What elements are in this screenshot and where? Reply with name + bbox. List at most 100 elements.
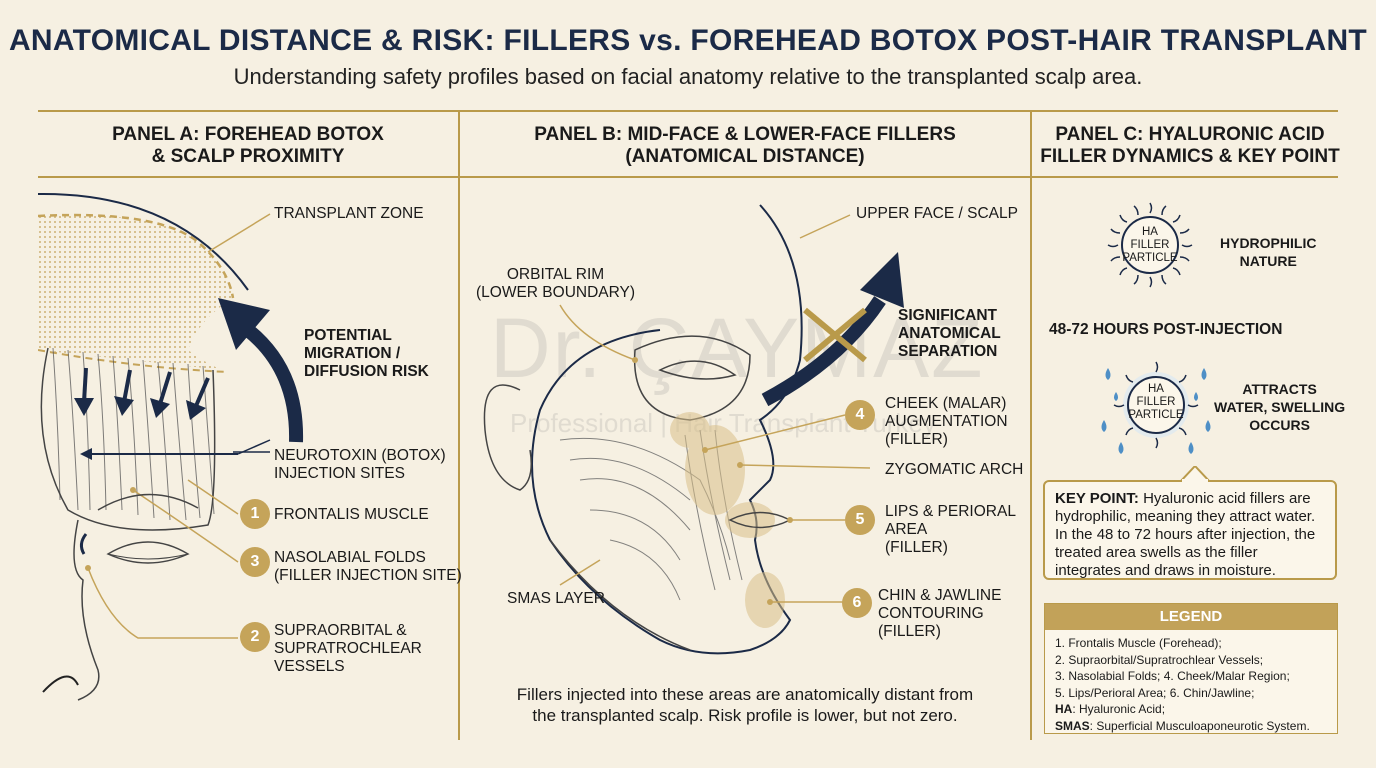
marker-4: 4 [845,400,875,430]
migration-line2: MIGRATION / [304,345,401,362]
upper-face-label: UPPER FACE / SCALP [856,205,1018,222]
page-title: ANATOMICAL DISTANCE & RISK: FILLERS vs. … [8,24,1368,57]
ha-particle-wet-label: HA FILLER PARTICLE [1126,383,1186,422]
injection-arrows [74,367,210,420]
hydrophilic-label: HYDROPHILIC NATURE [1220,234,1316,270]
frontalis-label: FRONTALIS MUSCLE [274,506,429,523]
neurotoxin-line2: INJECTION SITES [274,465,405,482]
supraorbital-label: SUPRAORBITAL & SUPRATROCHLEAR VESSELS [274,622,422,676]
legend-line-3: 3. Nasolabial Folds; 4. Cheek/Malar Regi… [1055,669,1290,683]
legend-line-smas: SMAS: Superficial Musculoaponeurotic Sys… [1055,718,1327,735]
attracts-water-label: ATTRACTS WATER, SWELLING OCCURS [1214,380,1345,434]
migration-arrow-head [218,298,270,350]
supra-line1: SUPRAORBITAL & [274,622,407,639]
neurotoxin-label: NEUROTOXIN (BOTOX) INJECTION SITES [274,447,446,483]
panel-a-title: PANEL A: FOREHEAD BOTOX & SCALP PROXIMIT… [38,124,458,168]
cheek-line2: AUGMENTATION [885,413,1008,430]
ha-particle-dry-label: HA FILLER PARTICLE [1120,226,1180,265]
hydrophilic-line2: NATURE [1239,253,1297,269]
hydrophilic-line1: HYDROPHILIC [1220,235,1317,251]
filler-highlights [670,412,785,628]
orbital-line1: ORBITAL RIM [506,266,605,283]
key-point-box: KEY POINT: Hyaluronic acid fillers are h… [1043,480,1337,580]
particle-wet-line3: PARTICLE [1128,409,1184,421]
panel-a-title-line2: & SCALP PROXIMITY [151,146,345,167]
lips-line1: LIPS & PERIORAL [885,503,1016,520]
page-subtitle: Understanding safety profiles based on f… [233,64,1143,89]
panel-c-title: PANEL C: HYALURONIC ACID FILLER DYNAMICS… [1032,124,1348,168]
marker-2: 2 [240,622,270,652]
chin-line3: (FILLER) [878,623,941,640]
particle-dry-line1: HA [1142,226,1158,238]
chin-line2: CONTOURING [878,605,984,622]
panel-a-illustration [38,192,304,701]
watermark-logo: Dr. ÇAYMAZ [490,301,985,395]
panel-b-illustration [483,204,904,655]
frontalis-muscle-fibers [52,347,215,521]
header-divider [38,110,1338,112]
key-point-pointer [1180,466,1210,482]
marker-3: 3 [240,547,270,577]
ha-particle-wet-icon [1101,361,1211,454]
nose-profile [73,519,100,701]
smas-label: SMAS LAYER [507,590,605,607]
cheek-line3: (FILLER) [885,431,948,448]
panel-title-divider [38,176,1338,178]
separation-arrow-head [860,252,904,308]
forehead-contour [40,347,216,531]
ha-particle-dry-icon [1107,202,1193,288]
separation-line2: ANATOMICAL [898,325,1001,342]
panel-c-title-line2: FILLER DYNAMICS & KEY POINT [1040,146,1340,167]
marker-1: 1 [240,499,270,529]
particle-wet-line1: HA [1148,383,1164,395]
supra-line2: SUPRATROCHLEAR [274,640,422,657]
attracts-line2: WATER, SWELLING [1214,399,1346,415]
nasolabial-label: NASOLABIAL FOLDS (FILLER INJECTION SITE) [274,549,462,585]
supra-line3: VESSELS [274,658,345,675]
legend-line-2: 2. Supraorbital/Supratrochlear Vessels; [1055,652,1264,667]
transplant-zone-label: TRANSPLANT ZONE [274,205,424,222]
transplant-zone-area [38,215,233,370]
note-line1: Fillers injected into these areas are an… [516,685,974,704]
ear [483,384,532,491]
note-line2: the transplanted scalp. Risk profile is … [532,706,958,725]
panel-b-note: Fillers injected into these areas are an… [480,684,1010,726]
eye [106,541,190,564]
cheek-line1: CHEEK (MALAR) [885,395,1007,412]
legend-smas-val: : Superficial Musculoaponeurotic System. [1089,718,1310,733]
eye-lid [658,360,737,380]
lips-line3: (FILLER) [885,539,948,556]
migration-line1: POTENTIAL [304,327,392,344]
legend-smas-key: SMAS [1055,718,1090,733]
particle-dry-line3: PARTICLE [1122,252,1178,264]
separation-line1: SIGNIFICANT [898,307,998,324]
migration-line3: DIFFUSION RISK [304,363,429,380]
panel-b-title: PANEL B: MID-FACE & LOWER-FACE FILLERS (… [460,124,1030,168]
separation-arrow [761,296,886,407]
separation-label: SIGNIFICANT ANATOMICAL SEPARATION [898,307,1001,361]
legend-box: LEGEND 1. Frontalis Muscle (Forehead); 2… [1044,603,1338,734]
legend-line-4: 5. Lips/Perioral Area; 6. Chin/Jawline; [1055,685,1255,700]
migration-arrow [243,324,304,443]
legend-title: LEGEND [1045,604,1337,630]
attracts-line3: OCCURS [1249,417,1310,433]
orbital-rim-label: ORBITAL RIM (LOWER BOUNDARY) [476,266,635,302]
panel-b-title-line2: (ANATOMICAL DISTANCE) [625,146,865,167]
legend-line-1: 1. Frontalis Muscle (Forehead); [1055,636,1222,650]
orbital-ring [633,335,751,421]
particle-dry-line2: FILLER [1130,239,1170,251]
panel-divider-1 [458,110,460,740]
brow [97,493,199,511]
panel-c-title-line1: PANEL C: HYALURONIC ACID [1055,124,1325,145]
lips-line2: AREA [885,521,928,538]
legend-body: 1. Frontalis Muscle (Forehead); 2. Supra… [1045,630,1337,739]
neurotoxin-line1: NEUROTOXIN (BOTOX) [274,447,446,464]
orbital-line2: (LOWER BOUNDARY) [476,284,636,301]
hours-label: 48-72 HOURS POST-INJECTION [1049,321,1283,338]
legend-line-ha: HA: Hyaluronic Acid; [1055,701,1327,718]
legend-ha-val: : Hyaluronic Acid; [1072,702,1166,716]
migration-risk-label: POTENTIAL MIGRATION / DIFFUSION RISK [304,327,429,381]
head-outline [38,192,249,291]
key-point-text: Hyaluronic acid fillers are hydrophilic,… [1055,490,1316,579]
marker-6: 6 [842,588,872,618]
